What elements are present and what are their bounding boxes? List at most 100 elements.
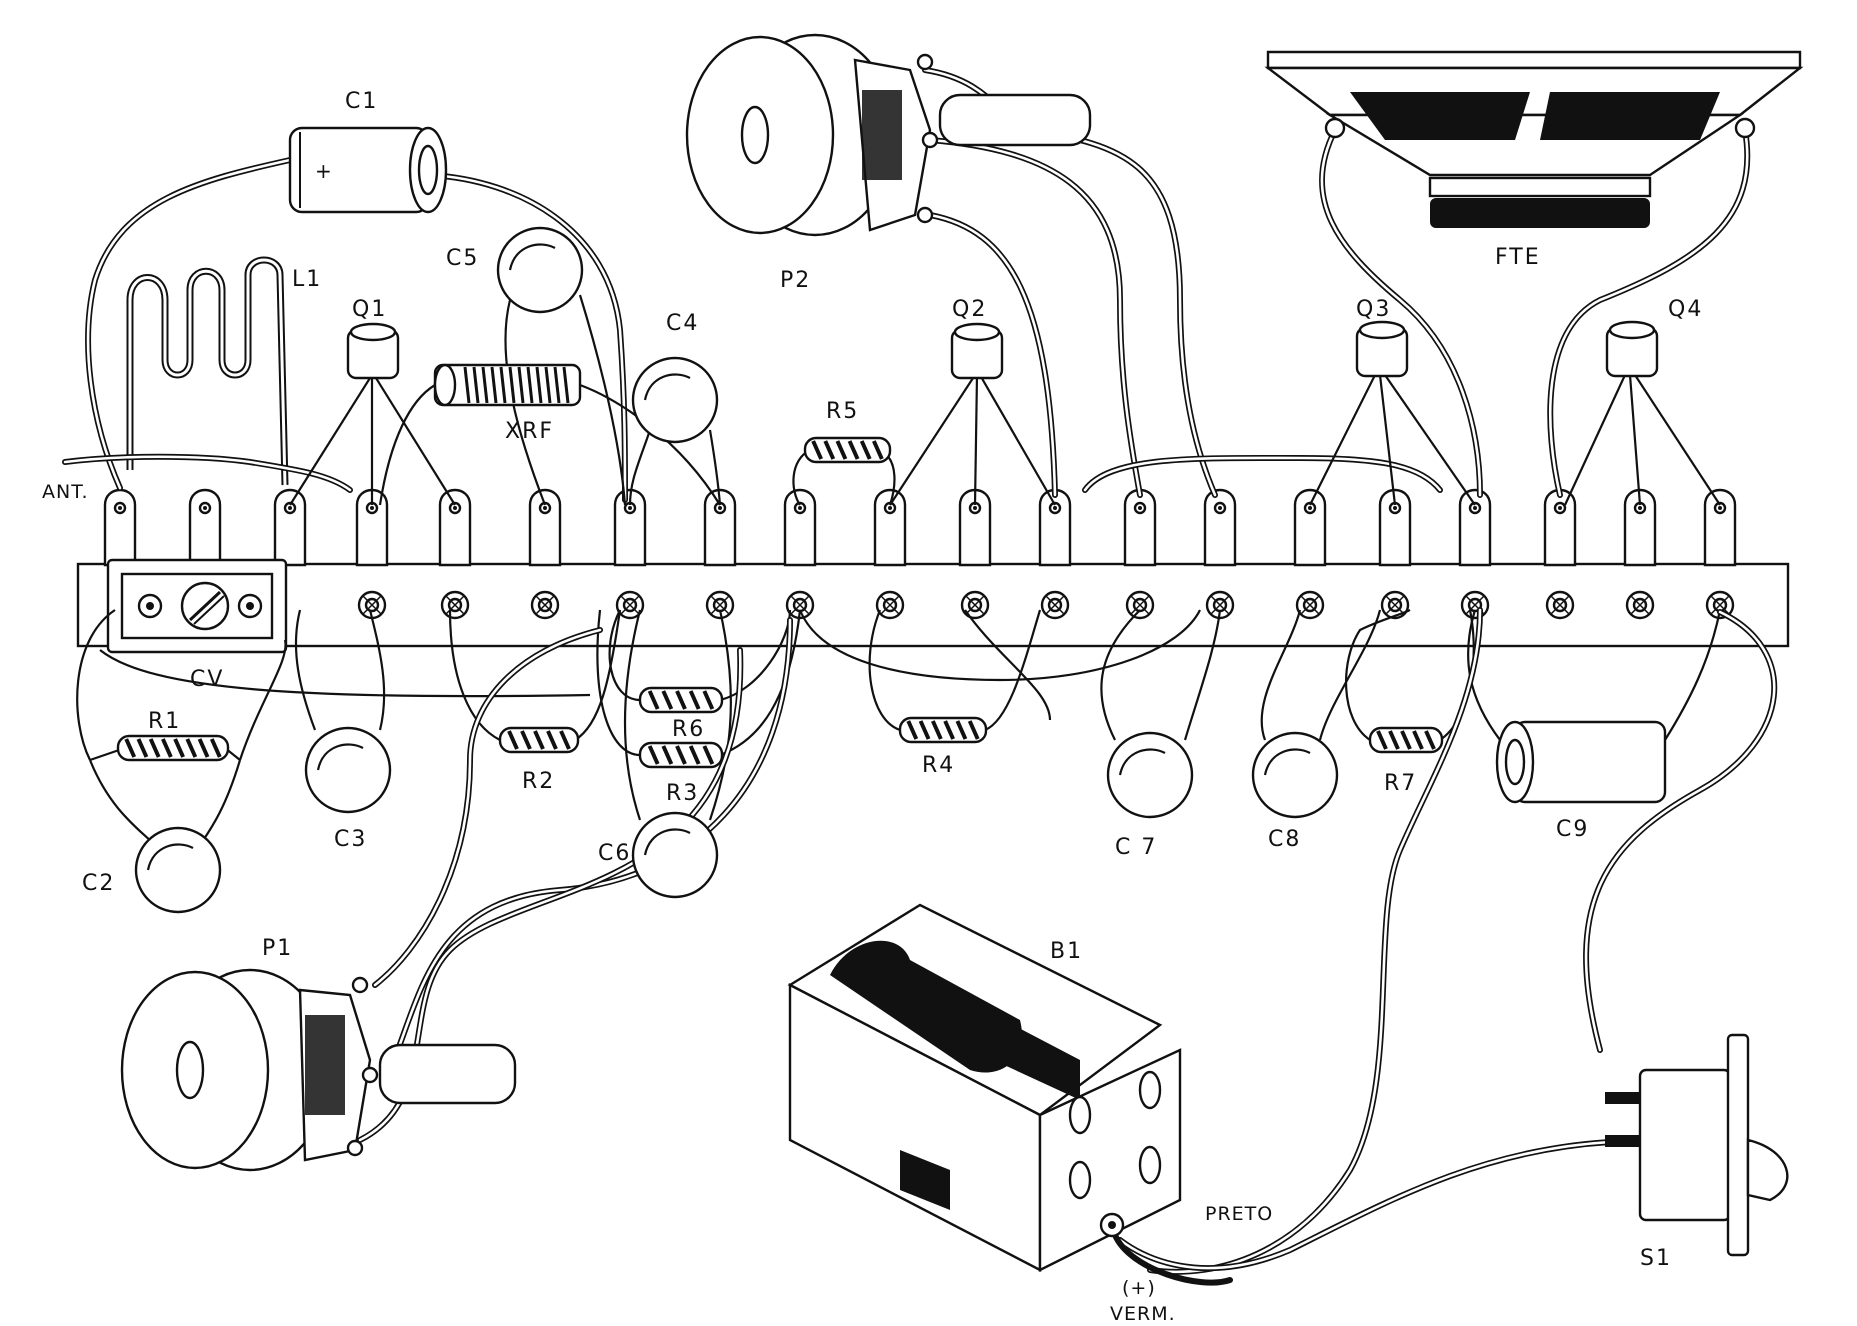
resistor-r7 (1368, 726, 1444, 754)
terminal-lug (528, 488, 562, 567)
transistor-q4 (1605, 320, 1659, 378)
terminal-lug (355, 488, 389, 567)
label-l1: L1 (292, 267, 322, 292)
label-c7: C 7 (1115, 835, 1157, 860)
terminal-rivet (1295, 590, 1325, 620)
label-c5: C5 (446, 246, 479, 271)
cv-variable-capacitor (106, 558, 288, 654)
label-s1: S1 (1640, 1246, 1672, 1271)
label-r4: R4 (922, 753, 955, 778)
c1-capacitor: + (288, 126, 448, 214)
label-q3: Q3 (1356, 297, 1391, 322)
c7-capacitor (1106, 731, 1194, 819)
label-verm: VERM. (1110, 1303, 1176, 1325)
label-r5: R5 (826, 399, 859, 424)
label-q1: Q1 (352, 297, 387, 322)
label-r2: R2 (522, 769, 555, 794)
label-preto: PRETO (1205, 1203, 1273, 1225)
c9-capacitor (1495, 720, 1667, 804)
resistor-r4 (898, 716, 988, 744)
label-r7: R7 (1384, 771, 1417, 796)
resistor-r1 (116, 734, 230, 762)
terminal-rivet (530, 590, 560, 620)
label-c1: C1 (345, 89, 378, 114)
terminal-lug (703, 488, 737, 567)
resistor-r6 (638, 686, 724, 714)
c1-polarity-mark: + (315, 159, 332, 183)
label-c9: C9 (1556, 817, 1589, 842)
terminal-lug (1378, 488, 1412, 567)
resistors (116, 436, 1444, 769)
resistor-r5 (803, 436, 892, 464)
terminal-lugs-top (103, 488, 1737, 567)
transistor-q3 (1355, 320, 1409, 378)
terminal-rivet (1460, 590, 1490, 620)
c3-capacitor (304, 726, 392, 814)
label-c2: C2 (82, 871, 115, 896)
terminal-lug (1623, 488, 1657, 567)
terminal-rivet (1545, 590, 1575, 620)
terminal-rivet (785, 590, 815, 620)
terminal-lug (873, 488, 907, 567)
label-p2: P2 (780, 268, 811, 293)
terminal-rivet (1040, 590, 1070, 620)
label-q4: Q4 (1668, 297, 1703, 322)
terminal-lug (783, 488, 817, 567)
c6-capacitor (631, 811, 719, 899)
component-labels: C1 L1 Q1 C5 XRF C4 P2 R5 Q2 FTE Q3 Q4 AN… (42, 89, 1703, 1325)
label-xrf: XRF (505, 419, 554, 444)
p2-potentiometer (685, 33, 1092, 237)
terminal-rivet (875, 590, 905, 620)
terminal-rivet (1380, 590, 1410, 620)
terminal-lug (1703, 488, 1737, 567)
terminal-lug (1458, 488, 1492, 567)
terminal-lug (438, 488, 472, 567)
terminal-rivet (705, 590, 735, 620)
label-c4: C4 (666, 311, 699, 336)
label-p1: P1 (262, 936, 293, 961)
label-ant: ANT. (42, 481, 89, 503)
label-b1: B1 (1050, 939, 1083, 964)
terminal-lug (613, 488, 647, 567)
label-c8: C8 (1268, 827, 1301, 852)
terminal-lug (188, 488, 222, 567)
c4-capacitor (631, 356, 719, 444)
xrf-choke (433, 363, 582, 407)
terminal-rivet (1625, 590, 1655, 620)
terminal-rivet (615, 590, 645, 620)
label-c6: C6 (598, 841, 631, 866)
label-c3: C3 (334, 827, 367, 852)
s1-switch (1605, 1033, 1789, 1257)
resistor-r2 (498, 726, 580, 754)
terminal-lug (958, 488, 992, 567)
terminal-lug (273, 488, 307, 567)
wiring (62, 67, 1778, 1286)
label-r1: R1 (148, 709, 181, 734)
terminal-rivet (440, 590, 470, 620)
label-r6: R6 (672, 717, 705, 742)
label-cv: CV (190, 667, 224, 692)
c2-capacitor (134, 826, 222, 914)
terminal-lug (103, 488, 137, 567)
transistor-q1 (346, 322, 400, 380)
label-r3: R3 (666, 781, 699, 806)
c8-capacitor (1251, 731, 1339, 819)
p1-potentiometer (120, 968, 517, 1172)
terminal-rivet (960, 590, 990, 620)
fte-speaker (1264, 50, 1804, 228)
terminal-lug (1038, 488, 1072, 567)
c5-capacitor (496, 226, 584, 314)
terminal-lug (1293, 488, 1327, 567)
terminal-lug (1543, 488, 1577, 567)
terminal-strip (76, 488, 1790, 648)
label-fte: FTE (1495, 245, 1541, 270)
terminal-lugs-bottom (357, 590, 1735, 620)
terminal-rivet (1705, 590, 1735, 620)
b1-battery-holder (787, 903, 1182, 1272)
terminal-lug (1203, 488, 1237, 567)
transistor-q2 (950, 322, 1004, 380)
label-plus: (+) (1122, 1277, 1156, 1299)
terminal-rivet (1205, 590, 1235, 620)
resistor-r3 (638, 741, 724, 769)
